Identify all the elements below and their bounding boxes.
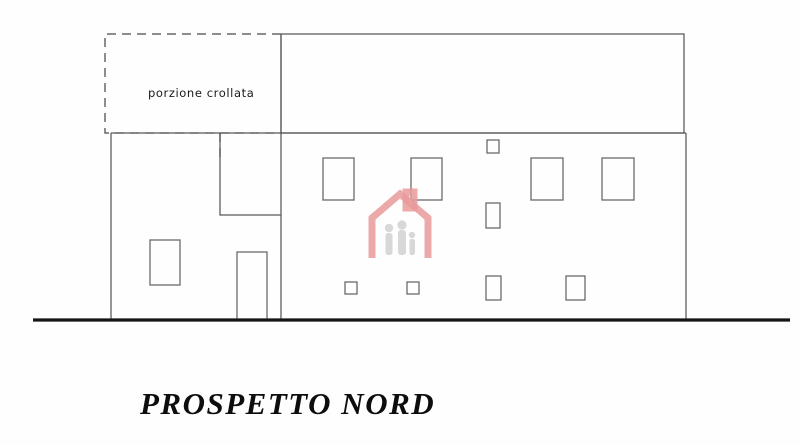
adult-right-head <box>397 220 407 230</box>
collapsed-portion-label: porzione crollata <box>148 86 254 100</box>
child-body <box>409 239 415 255</box>
openings-group <box>149 139 635 321</box>
window-lower-3 <box>485 275 502 301</box>
watermark-house-icon <box>368 189 432 258</box>
vent-lower-1 <box>344 281 358 295</box>
window-lower-4 <box>565 275 586 301</box>
inner-block-group <box>219 133 281 216</box>
collapsed-portion-group: porzione crollata <box>104 33 281 134</box>
child-head <box>408 231 416 239</box>
adult-left-body <box>385 233 393 255</box>
upper-roof-block <box>280 33 685 134</box>
adult-right-body <box>398 230 406 255</box>
window-upper-1 <box>322 157 355 201</box>
house-family-watermark <box>368 188 432 258</box>
inner-recessed-block <box>219 133 281 216</box>
watermark-family-icon <box>384 220 416 255</box>
window-upper-4 <box>601 157 635 201</box>
window-center-middle <box>485 202 501 229</box>
adult-left-head <box>384 223 394 233</box>
window-upper-2 <box>410 157 443 201</box>
upper-roof-block-group <box>280 33 685 134</box>
wall-outline-group <box>110 34 687 320</box>
vent-center-top <box>486 139 500 154</box>
window-left-ground <box>149 239 181 286</box>
door-left-ground <box>236 251 268 321</box>
drawing-title: PROSPETTO NORD <box>139 386 435 421</box>
collapsed-portion-outline <box>104 33 281 134</box>
window-upper-3 <box>530 157 564 201</box>
vent-lower-2 <box>406 281 420 295</box>
